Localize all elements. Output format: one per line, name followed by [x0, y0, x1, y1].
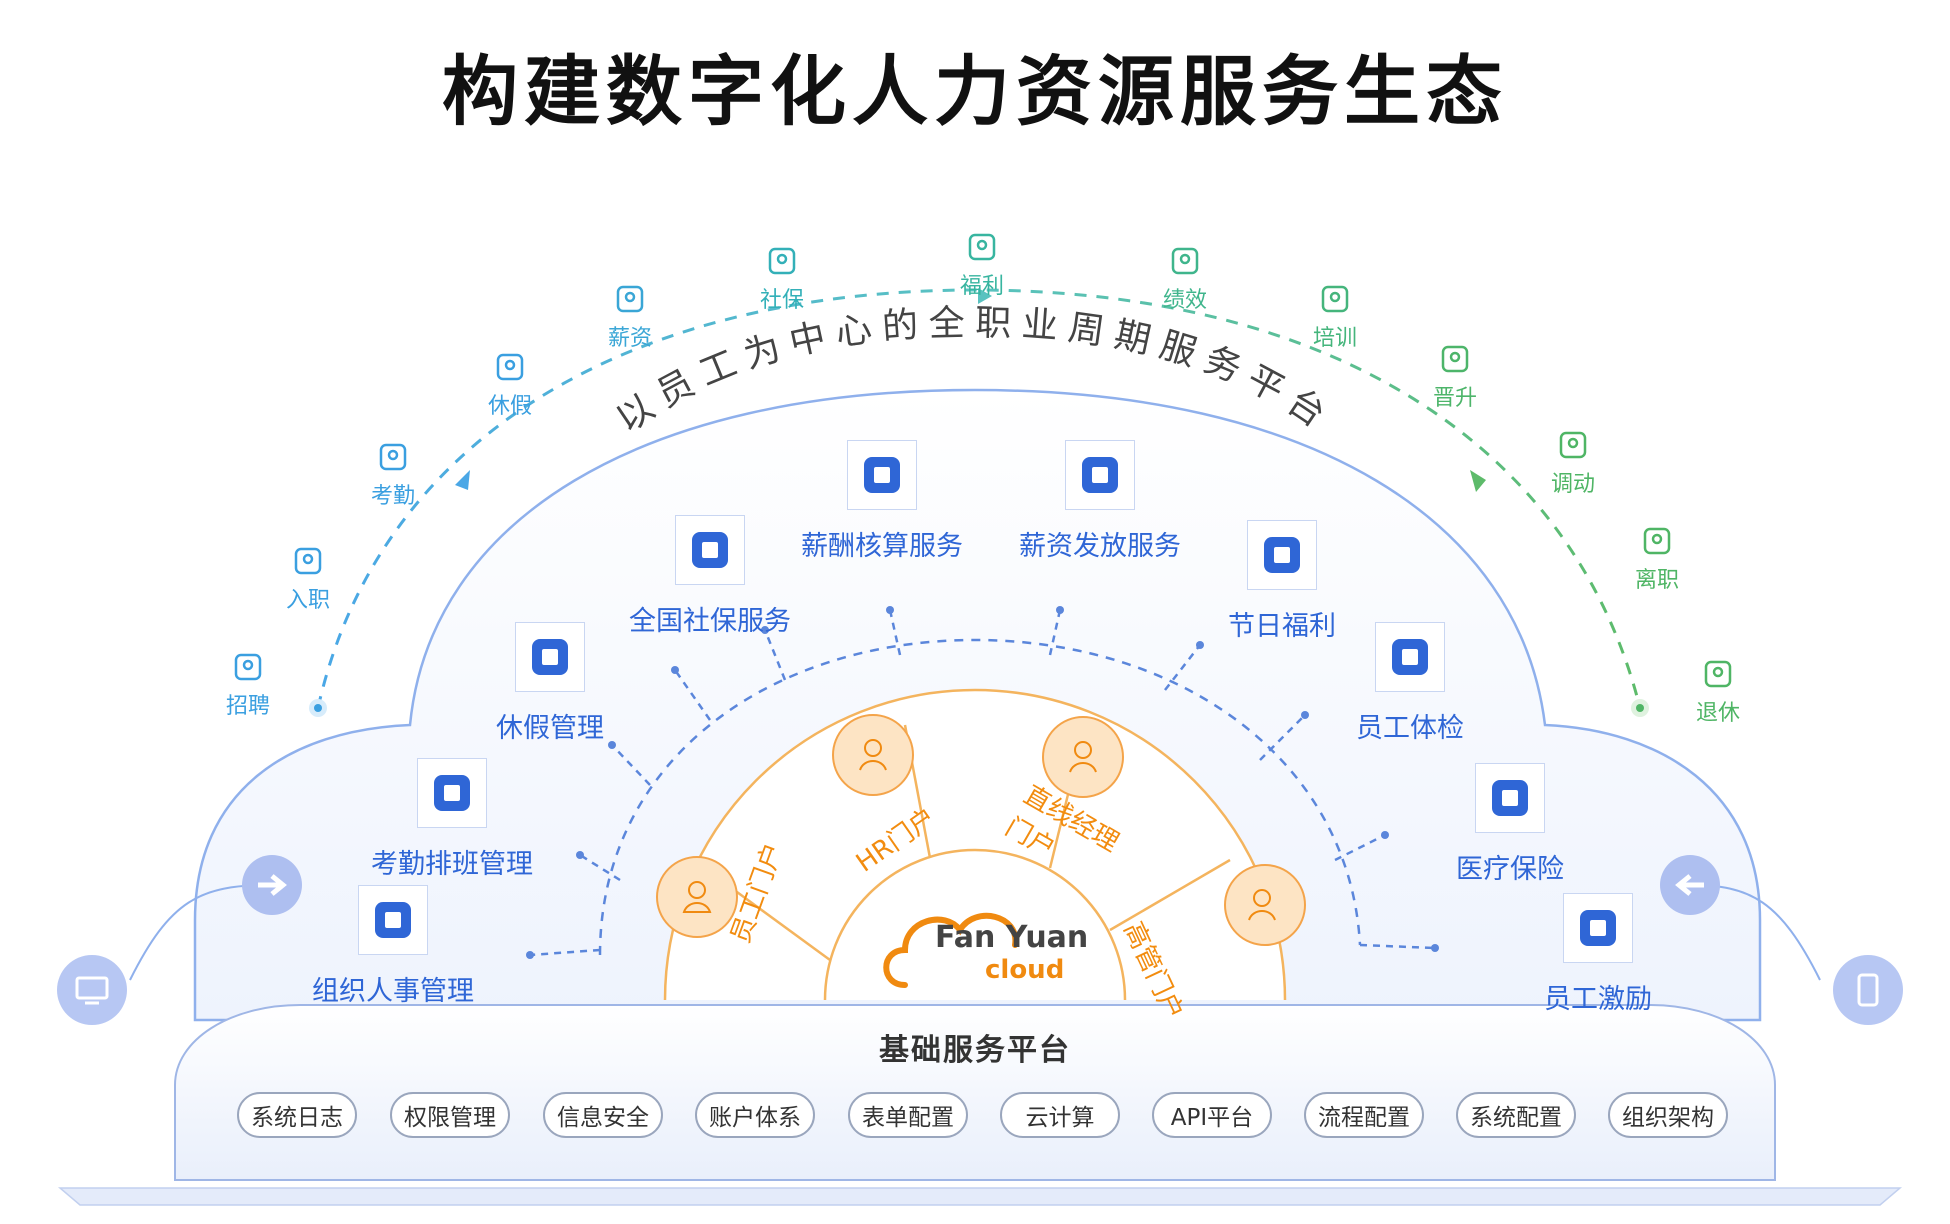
lifecycle-stage-label[interactable]: 福利 — [959, 274, 1005, 299]
base-platform-title: 基础服务平台 — [879, 1033, 1071, 1068]
service-module[interactable]: 组织人事管理 — [312, 885, 474, 1008]
portal-outer-arc — [663, 688, 1287, 1001]
lifecycle-stage-label[interactable]: 离职 — [1634, 568, 1680, 593]
service-module-label: 节日福利 — [1228, 611, 1336, 642]
recruit-icon — [231, 650, 265, 688]
lifecycle-stage-label[interactable]: 晋升 — [1432, 386, 1478, 411]
service-module-label: 薪酬核算服务 — [801, 531, 963, 562]
cloud-logo-icon — [883, 912, 1019, 988]
service-module-label: 员工激励 — [1544, 984, 1652, 1015]
lifecycle-stage-label[interactable]: 休假 — [487, 394, 533, 419]
base-service-pill[interactable]: 表单配置 — [848, 1092, 968, 1138]
base-service-pill[interactable]: 信息安全 — [543, 1092, 663, 1138]
inner-dashed-arc — [598, 638, 1362, 956]
service-module-label: 全国社保服务 — [629, 606, 791, 637]
coffee-icon — [1701, 657, 1735, 695]
base-service-pill[interactable]: 系统日志 — [237, 1092, 357, 1138]
gift-icon — [1247, 520, 1317, 590]
right-arrow-icon — [258, 874, 287, 896]
book-icon — [1318, 282, 1352, 320]
service-module-label: 员工体检 — [1356, 713, 1464, 744]
medical-plus-icon — [1375, 622, 1445, 692]
spoke-connectors — [529, 609, 1436, 957]
lifecycle-stage-label[interactable]: 培训 — [1312, 326, 1358, 351]
arrow-up-icon — [1438, 342, 1472, 380]
airplane-icon — [493, 350, 527, 388]
base-service-pill[interactable]: 系统配置 — [1456, 1092, 1576, 1138]
desktop-icon — [75, 976, 109, 1000]
service-module[interactable]: 医疗保险 — [1456, 763, 1564, 886]
base-service-pill[interactable]: 流程配置 — [1304, 1092, 1424, 1138]
service-module[interactable]: 休假管理 — [496, 622, 604, 745]
person-swap-icon — [1556, 428, 1590, 466]
arc-arrow-left — [455, 470, 470, 490]
calculator-icon — [847, 440, 917, 510]
lifecycle-stage-label[interactable]: 入职 — [285, 588, 331, 613]
arc-arrow-top — [978, 288, 992, 304]
service-module-label: 医疗保险 — [1456, 854, 1564, 885]
mobile-icon — [1857, 973, 1879, 1007]
service-module[interactable]: 薪酬核算服务 — [801, 440, 963, 563]
portal-avatar-glyphs — [682, 739, 1276, 921]
service-module-label: 考勤排班管理 — [371, 849, 533, 880]
lifecycle-stage-label[interactable]: 考勤 — [370, 484, 416, 509]
service-module[interactable]: 考勤排班管理 — [371, 758, 533, 881]
base-service-pill[interactable]: API平台 — [1152, 1092, 1272, 1138]
lifecycle-arc — [316, 288, 1642, 709]
lifecycle-stage-label[interactable]: 绩效 — [1162, 288, 1208, 313]
lifecycle-stage-label[interactable]: 薪资 — [607, 326, 653, 351]
calendar-icon — [417, 758, 487, 828]
spoke-dots — [526, 606, 1439, 959]
shield-bao-icon — [675, 515, 745, 585]
desktop-circle — [57, 955, 127, 1025]
portal-inner-arc — [823, 848, 1127, 1001]
chart-icon — [1168, 244, 1202, 282]
ticket-yen-icon — [1065, 440, 1135, 510]
service-module[interactable]: 薪资发放服务 — [1019, 440, 1181, 563]
lifecycle-stage-label[interactable]: 退休 — [1695, 701, 1741, 726]
mobile-circle — [1833, 955, 1903, 1025]
base-service-pill[interactable]: 权限管理 — [390, 1092, 510, 1138]
insurance-card-icon — [1475, 763, 1545, 833]
service-module[interactable]: 节日福利 — [1228, 520, 1336, 643]
gift-icon — [965, 230, 999, 268]
person-leave-icon — [1640, 524, 1674, 562]
base-floor — [57, 1187, 1903, 1206]
base-service-pill[interactable]: 账户体系 — [695, 1092, 815, 1138]
org-chart-icon — [358, 885, 428, 955]
lifecycle-stage-label[interactable]: 社保 — [759, 288, 805, 313]
service-module[interactable]: 员工激励 — [1544, 893, 1652, 1016]
airplane-icon — [515, 622, 585, 692]
logo-text: Fan Yuan — [935, 920, 1089, 955]
thumbs-up-icon — [1563, 893, 1633, 963]
page-title: 构建数字化人力资源服务生态 — [442, 47, 1508, 136]
salary-doc-icon — [613, 282, 647, 320]
service-module[interactable]: 全国社保服务 — [629, 515, 791, 638]
service-module-label: 薪资发放服务 — [1019, 531, 1181, 562]
shield-check-icon — [765, 244, 799, 282]
base-service-pill[interactable]: 组织架构 — [1608, 1092, 1728, 1138]
service-module-label: 组织人事管理 — [312, 976, 474, 1007]
lifecycle-stage-label[interactable]: 调动 — [1550, 472, 1596, 497]
lifecycle-stage-label[interactable]: 招聘 — [225, 694, 271, 719]
arc-arrow-right — [1470, 470, 1486, 492]
left-arrow-icon — [1675, 874, 1704, 896]
service-module[interactable]: 员工体检 — [1356, 622, 1464, 745]
hand-tap-icon — [376, 440, 410, 478]
arc-caption-text: 以员工为中心的全职业周期服务平台 — [609, 303, 1331, 441]
logo-subtext: cloud — [985, 955, 1065, 985]
briefcase-icon — [291, 544, 325, 582]
svg-text:以员工为中心的全职业周期服务平台: 以员工为中心的全职业周期服务平台 — [609, 303, 1341, 441]
base-service-pill[interactable]: 云计算 — [1000, 1092, 1120, 1138]
service-module-label: 休假管理 — [496, 713, 604, 744]
